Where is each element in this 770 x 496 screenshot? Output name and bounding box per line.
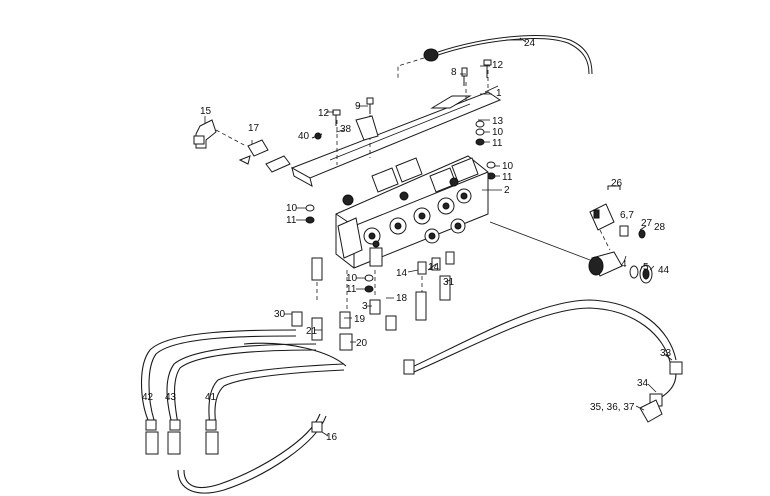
part-label-p14b: 14 xyxy=(428,262,440,273)
fitting-column-left xyxy=(291,257,397,351)
part-label-p42: 42 xyxy=(142,392,154,403)
part-label-p5: 5 xyxy=(643,262,649,273)
pressure-switch-26 xyxy=(589,185,646,251)
part-label-p67: 6,7 xyxy=(620,210,634,221)
part-label-p38: 38 xyxy=(340,124,352,135)
part-label-p10d: 10 xyxy=(346,273,358,284)
part-label-p26: 26 xyxy=(611,178,623,189)
part-label-p44: 44 xyxy=(658,265,670,276)
part-label-p16: 16 xyxy=(326,432,338,443)
washers-left xyxy=(305,204,374,293)
part-label-p33: 33 xyxy=(660,348,672,359)
part-label-p10a: 10 xyxy=(492,127,504,138)
hose-assembly-left xyxy=(141,329,347,494)
part-label-p12a: 12 xyxy=(492,60,504,71)
part-label-p34: 34 xyxy=(637,378,649,389)
coil-4 xyxy=(489,221,653,284)
part-label-p24: 24 xyxy=(524,38,536,49)
part-label-p40: 40 xyxy=(298,131,310,142)
part-label-p19: 19 xyxy=(354,314,366,325)
part-label-p14a: 14 xyxy=(396,268,408,279)
part-label-p18: 18 xyxy=(396,293,408,304)
part-label-p31: 31 xyxy=(443,277,455,288)
valve-block-2 xyxy=(335,155,489,269)
part-label-p11a: 11 xyxy=(492,138,503,149)
part-label-p9: 9 xyxy=(355,101,361,112)
hose-end-fittings-left xyxy=(145,419,323,455)
part-label-p28: 28 xyxy=(654,222,666,233)
part-label-p13: 13 xyxy=(492,116,504,127)
part-label-p41: 41 xyxy=(205,392,217,403)
screws-8-12 xyxy=(332,59,492,126)
part-label-p11b: 11 xyxy=(502,172,513,183)
part-label-p15: 15 xyxy=(200,106,212,117)
bracket-plate-1 xyxy=(290,70,502,187)
part-label-p30: 30 xyxy=(274,309,286,320)
part-label-p21: 21 xyxy=(306,326,318,337)
part-label-p1: 1 xyxy=(496,88,502,99)
part-label-p4: 4 xyxy=(621,259,627,270)
part-label-p12b: 12 xyxy=(318,108,330,119)
washers-right xyxy=(475,120,496,180)
clip-38 xyxy=(311,115,379,141)
leader-lines xyxy=(204,39,673,437)
part-label-p10c: 10 xyxy=(286,203,298,214)
sensor-17 xyxy=(238,139,291,173)
part-label-p10b: 10 xyxy=(502,161,514,172)
part-label-p3: 3 xyxy=(362,301,368,312)
hose-assembly-right xyxy=(403,299,683,423)
part-label-p27: 27 xyxy=(641,218,653,229)
part-label-p8: 8 xyxy=(451,67,457,78)
part-label-p20: 20 xyxy=(356,338,368,349)
part-label-p11d: 11 xyxy=(346,284,357,295)
part-label-p2: 2 xyxy=(504,185,510,196)
part-label-p17: 17 xyxy=(248,123,260,134)
part-label-p11c: 11 xyxy=(286,215,297,226)
cable-24 xyxy=(397,35,593,78)
elbow-fitting-15 xyxy=(193,119,247,149)
part-label-p43: 43 xyxy=(165,392,177,403)
part-label-p353637: 35, 36, 37 xyxy=(590,402,635,413)
